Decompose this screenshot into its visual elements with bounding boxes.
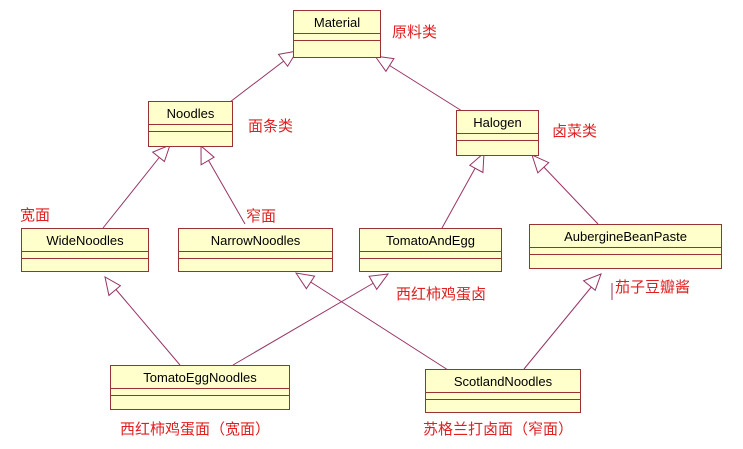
inheritance-arrowhead xyxy=(373,55,395,73)
class-material[interactable]: Material xyxy=(293,10,381,58)
class-aubergine-bean-paste[interactable]: AubergineBeanPaste xyxy=(529,224,722,269)
class-operations xyxy=(179,259,332,271)
inheritance-arrowhead xyxy=(531,154,550,174)
note-narrow: 窄面 xyxy=(246,207,277,225)
class-operations xyxy=(22,259,148,271)
inheritance-line xyxy=(539,162,599,225)
note-tomato-egg-halogen: 西红柿鸡蛋卤 xyxy=(396,285,487,303)
class-attributes xyxy=(426,393,580,400)
class-attributes xyxy=(360,252,501,259)
class-attributes xyxy=(179,252,332,259)
class-name: TomatoAndEgg xyxy=(360,229,501,252)
note-noodles: 面条类 xyxy=(248,117,294,135)
class-narrow-noodles[interactable]: NarrowNoodles xyxy=(178,228,333,272)
inheritance-line xyxy=(383,61,463,112)
note-material: 原料类 xyxy=(392,23,438,41)
inheritance-arrowhead xyxy=(468,151,485,174)
inheritance-arrowhead xyxy=(294,272,316,290)
inheritance-line xyxy=(441,162,479,229)
class-halogen[interactable]: Halogen xyxy=(456,110,539,156)
class-name: AubergineBeanPaste xyxy=(530,225,721,248)
note-aubergine: 茄子豆瓣酱 xyxy=(615,278,691,296)
class-operations xyxy=(149,132,232,146)
class-operations xyxy=(457,141,538,155)
class-name: TomatoEggNoodles xyxy=(111,366,289,389)
class-name: Material xyxy=(294,11,380,34)
inheritance-arrowhead xyxy=(277,50,299,68)
inheritance-line xyxy=(232,280,378,366)
class-wide-noodles[interactable]: WideNoodles xyxy=(21,228,149,272)
inheritance-arrowhead xyxy=(368,273,390,291)
inheritance-arrowhead xyxy=(104,276,122,297)
class-scotland-noodles[interactable]: ScotlandNoodles xyxy=(425,369,581,413)
class-tomato-egg-noodles[interactable]: TomatoEggNoodles xyxy=(110,365,290,410)
class-name: ScotlandNoodles xyxy=(426,370,580,393)
note-tomato-egg-noodles: 西红柿鸡蛋面（宽面） xyxy=(120,420,271,438)
inheritance-line xyxy=(102,153,163,229)
note-scotland-noodles: 苏格兰打卤面（窄面） xyxy=(423,420,574,438)
inheritance-arrowhead xyxy=(200,144,215,166)
class-name: Noodles xyxy=(149,102,232,125)
class-attributes xyxy=(530,248,721,255)
class-attributes xyxy=(457,134,538,141)
class-attributes xyxy=(149,125,232,132)
class-name: Halogen xyxy=(457,111,538,134)
class-operations xyxy=(360,259,501,271)
inheritance-arrowhead xyxy=(582,273,602,292)
class-name: WideNoodles xyxy=(22,229,148,252)
class-name: NarrowNoodles xyxy=(179,229,332,252)
inheritance-line xyxy=(112,285,181,366)
inheritance-line xyxy=(229,56,290,103)
class-operations xyxy=(530,255,721,268)
inheritance-line xyxy=(205,155,246,225)
inheritance-line xyxy=(305,278,449,371)
note-wide: 宽面 xyxy=(20,206,51,224)
note-halogen: 卤菜类 xyxy=(552,122,598,140)
class-attributes xyxy=(111,389,289,396)
class-attributes xyxy=(294,34,380,41)
class-noodles[interactable]: Noodles xyxy=(148,101,233,147)
class-attributes xyxy=(22,252,148,259)
class-operations xyxy=(111,396,289,409)
class-tomato-and-egg[interactable]: TomatoAndEgg xyxy=(359,228,502,272)
inheritance-arrowhead xyxy=(151,144,171,163)
inheritance-line xyxy=(523,284,594,370)
class-operations xyxy=(294,41,380,57)
class-operations xyxy=(426,400,580,412)
